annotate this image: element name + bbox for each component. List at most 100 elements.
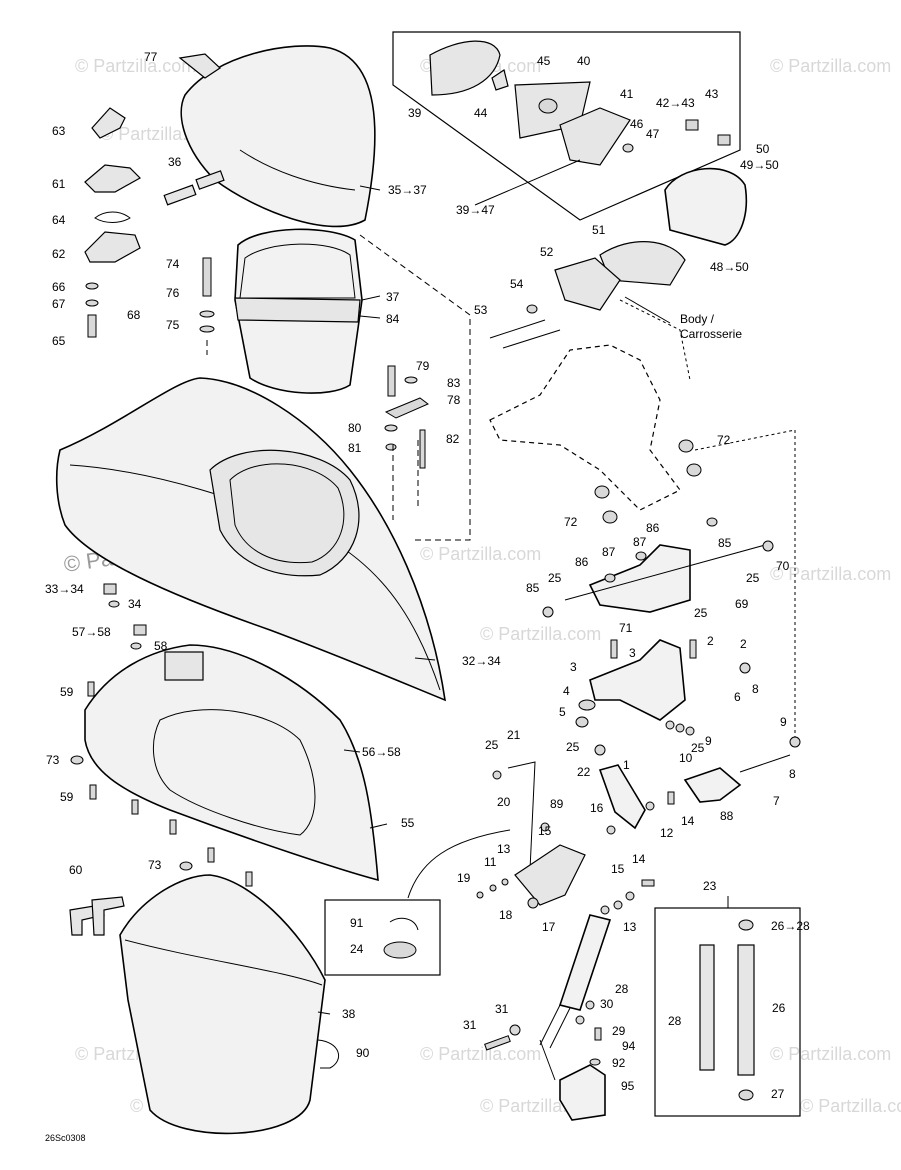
callout-label: 60 <box>69 863 83 877</box>
washer <box>635 551 647 561</box>
bin-gasket <box>234 297 361 323</box>
callout-label: 38 <box>342 1007 356 1021</box>
callout-label: 28 <box>615 982 629 996</box>
callout-label: 16 <box>590 801 604 815</box>
latch-base <box>84 231 141 263</box>
nut <box>130 642 142 650</box>
callout-label: 84 <box>386 312 400 326</box>
screw <box>207 847 215 863</box>
washer <box>585 1000 595 1010</box>
callout-label: 8 <box>752 682 759 696</box>
callout-label: 27 <box>771 1087 785 1101</box>
screw <box>169 819 177 835</box>
callout-label: 14 <box>632 852 646 866</box>
mirror-boss <box>538 98 558 114</box>
nut <box>675 723 685 733</box>
washer <box>489 884 497 892</box>
leader-line <box>317 1011 331 1015</box>
callout-label: 36 <box>168 155 182 169</box>
callout-label: 21 <box>507 728 521 742</box>
callout-label: 40 <box>577 54 591 68</box>
bushing <box>606 825 616 835</box>
callout-label: 25 <box>566 740 580 754</box>
leader-line <box>361 295 381 301</box>
screw <box>245 871 253 887</box>
callout-label: 58 <box>154 639 168 653</box>
watermark: © Partzilla.com <box>420 544 541 564</box>
bushing <box>706 517 718 527</box>
callout-label: 67 <box>52 297 66 311</box>
rubber-pad <box>195 170 225 190</box>
drain-hose <box>317 1039 340 1069</box>
mirror-mount <box>554 257 621 311</box>
nut <box>540 822 550 832</box>
callout-label: 44 <box>474 106 488 120</box>
callout-label: 52 <box>540 245 554 259</box>
corner-trim <box>91 896 125 936</box>
callout-label: 18 <box>499 908 513 922</box>
callout-label: 10 <box>679 751 693 765</box>
bushing <box>594 485 610 499</box>
callout-label: 90 <box>356 1046 370 1060</box>
leader-line <box>359 185 381 191</box>
callout-label: 85 <box>526 581 540 595</box>
callout-label: 12 <box>660 826 674 840</box>
watermark: © Partzilla.com <box>420 1044 541 1064</box>
mirror-support <box>559 107 631 166</box>
callout-label: 81 <box>348 441 362 455</box>
callout-label: 78 <box>447 393 461 407</box>
storage-tub <box>119 874 326 1135</box>
grommet <box>383 941 417 959</box>
callout-label: 14 <box>681 814 695 828</box>
callout-label: 3 <box>570 660 577 674</box>
shock-spring <box>539 1004 571 1049</box>
callout-label: 19 <box>457 871 471 885</box>
callout-label: 75 <box>166 318 180 332</box>
clip-nut <box>103 583 117 595</box>
callout-label: 13 <box>623 920 637 934</box>
nut <box>685 726 695 736</box>
callout-label: 25 <box>485 738 499 752</box>
washer <box>526 304 538 314</box>
callout-label: 25 <box>746 571 760 585</box>
screw <box>87 314 97 338</box>
liner-block <box>164 651 204 681</box>
callout-label: 9 <box>780 715 787 729</box>
callout-label: 68 <box>127 308 141 322</box>
callout-label: 53 <box>474 303 488 317</box>
callout-label: 65 <box>52 334 66 348</box>
watermark: © Partzilla.com <box>75 56 196 76</box>
callout-label: 32→34 <box>462 654 501 668</box>
callout-label: 49→50 <box>740 158 779 172</box>
frame-line <box>619 299 691 381</box>
screw <box>689 639 697 659</box>
latch-bracket <box>84 164 141 193</box>
callout-label: 3 <box>629 646 636 660</box>
nut <box>108 600 120 608</box>
bolt <box>641 879 655 887</box>
washer <box>85 299 99 307</box>
mirror-glass <box>429 40 501 96</box>
callout-label: 73 <box>148 858 162 872</box>
bushing <box>527 897 539 909</box>
control-rod <box>507 761 536 871</box>
callout-label: 6 <box>734 690 741 704</box>
callout-label: 57→58 <box>72 625 111 639</box>
callout-label: 66 <box>52 280 66 294</box>
body-label-fr: Carrosserie <box>680 327 742 341</box>
bushing <box>739 662 751 674</box>
callout-label: 2 <box>707 634 714 648</box>
callout-label: 62 <box>52 247 66 261</box>
washer <box>199 325 215 333</box>
callout-label: 22 <box>577 765 591 779</box>
nut <box>717 134 731 146</box>
callout-label: 92 <box>612 1056 626 1070</box>
rubber-pad <box>163 184 197 206</box>
mirror-shell <box>664 167 748 246</box>
washer <box>384 424 398 432</box>
nut <box>492 770 502 780</box>
watermark: © Partzilla.com <box>770 56 891 76</box>
pivot-shaft <box>564 544 766 601</box>
washer <box>613 900 623 910</box>
tie-strap <box>389 917 419 931</box>
